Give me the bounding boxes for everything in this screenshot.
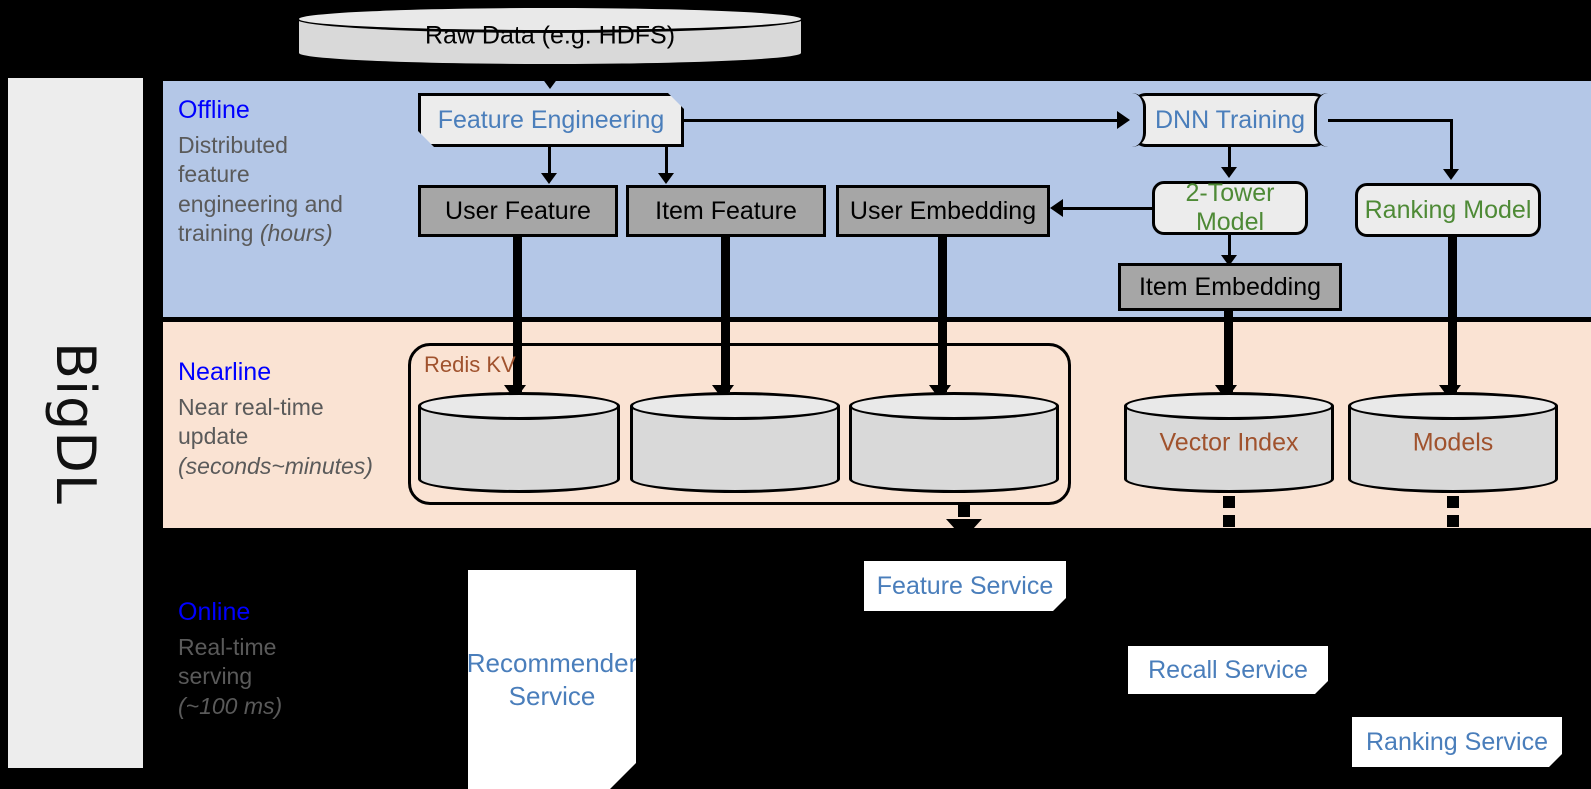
item-feature-label: Item Feature [655,196,797,225]
ranking-model-node[interactable]: Ranking Model [1355,183,1541,237]
fe-to-user-feature-line [548,147,551,177]
ranking-service-note[interactable]: Ranking Service [1352,717,1562,767]
bigdl-label: BigDL [8,78,143,768]
online-title: Online [178,598,251,626]
nearline-description: Near real-time update (seconds~minutes) [178,393,373,481]
two-tower-to-item-embedding-line [1228,235,1231,257]
dnn-training-label: DNN Training [1154,105,1306,134]
models-cylinder[interactable]: Models [1348,392,1558,493]
feature-service-note[interactable]: Feature Service [864,561,1066,611]
raw-data-cylinder: Raw Data (e.g. HDFS) [296,5,804,67]
fe-to-item-feature-line [665,147,668,177]
user-feature-label: User Feature [445,196,591,225]
recall-service-dash-2 [1223,515,1235,527]
nearline-title: Nearline [178,358,272,386]
user-feature-node[interactable]: User Feature [418,185,618,237]
dnn-to-two-tower-line [1228,147,1231,169]
bigdl-platform-rail: BigDL [8,78,143,768]
feature-engineering-label: Feature Engineering [437,105,665,134]
online-description: Real-time serving (~100 ms) [178,633,282,721]
offline-desc-line3: engineering and [178,190,343,217]
offline-desc-line4: training [178,220,260,247]
fe-to-item-feature-arrow [658,173,674,184]
nearline-desc-line1: Near real-time [178,394,324,420]
feature-engineering-node[interactable]: Feature Engineering [418,93,684,147]
ranking-model-label: Ranking Model [1364,195,1532,224]
online-desc-emphasis: (~100 ms) [178,692,283,719]
vector-index-cylinder[interactable]: Vector Index [1124,392,1334,493]
recommender-service-line1: Recommender [466,648,638,678]
two-tower-to-item-embedding-arrow [1221,255,1237,266]
models-top [1348,392,1558,420]
recommender-service-line2: Service [508,680,596,711]
dnn-to-ranking-elbow-v [1450,119,1453,171]
dnn-to-ranking-arrow [1443,169,1459,180]
item-embedding-label: Item Embedding [1138,272,1322,301]
user-embedding-label: User Embedding [849,196,1037,225]
two-tower-model-node[interactable]: 2-Tower Model [1152,179,1308,236]
recall-service-dash-1 [1223,496,1235,508]
dnn-to-ranking-elbow-h [1328,119,1453,122]
vector-index-label: Vector Index [1159,428,1299,456]
user-embedding-store-cylinder[interactable] [849,392,1059,493]
fe-to-user-feature-arrow [541,173,557,184]
vector-index-top [1124,392,1334,420]
feature-service-arrow [946,519,982,539]
user-feature-store-top [418,392,620,420]
feature-service-dash-1 [958,505,970,517]
offline-desc-emphasis: (hours) [259,220,333,247]
redis-kv-group [408,343,1071,505]
item-embedding-pipe [1224,311,1233,392]
user-feature-store-cylinder[interactable] [418,392,620,493]
raw-data-cylinder-top [296,5,804,33]
dnn-training-node[interactable]: DNN Training [1132,93,1328,147]
fe-to-dnn-line [684,119,1119,122]
bigdl-label-text: BigDL [44,341,107,505]
raw-data-to-feature-engineering-arrow [539,74,561,89]
recall-service-label: Recall Service [1148,655,1308,684]
online-caption: Online Real-time serving (~100 ms) [178,598,282,721]
two-tower-model-label: 2-Tower Model [1185,179,1275,236]
offline-caption: Offline Distributed feature engineering … [178,96,343,249]
ranking-service-dash-1 [1447,496,1459,508]
raw-data-to-feature-engineering-line [548,67,551,79]
item-feature-pipe [721,237,730,392]
raw-data-label: Raw Data (e.g. HDFS) [424,21,676,50]
recall-service-note[interactable]: Recall Service [1128,646,1328,694]
ranking-service-dash-2 [1447,515,1459,527]
nearline-desc-line2: update [178,423,249,450]
feature-service-label: Feature Service [876,571,1054,600]
offline-title: Offline [178,96,250,124]
redis-kv-label: Redis KV [424,352,516,377]
online-desc-line1: Real-time [178,634,277,660]
recommender-service-note[interactable]: Recommender Service [468,570,636,789]
item-embedding-node[interactable]: Item Embedding [1118,263,1342,311]
online-desc-line2: serving [178,663,253,690]
fe-to-dnn-arrow [1117,111,1130,129]
user-embedding-node[interactable]: User Embedding [836,185,1050,237]
two-tower-to-user-embedding-arrow [1050,199,1063,217]
item-feature-store-top [630,392,840,420]
models-label: Models [1412,428,1494,456]
offline-description: Distributed feature engineering and trai… [178,131,343,249]
offline-desc-line1: Distributed [178,132,288,158]
two-tower-to-user-embedding-line [1062,207,1154,210]
dnn-to-two-tower-arrow [1221,167,1237,178]
user-embedding-store-top [849,392,1059,420]
item-feature-store-cylinder[interactable] [630,392,840,493]
item-feature-node[interactable]: Item Feature [626,185,826,237]
user-embedding-pipe [938,237,947,392]
ranking-service-label: Ranking Service [1365,727,1549,756]
ranking-model-pipe [1448,237,1457,392]
offline-desc-line2: feature [178,161,250,188]
nearline-caption: Nearline Near real-time update (seconds~… [178,358,373,481]
nearline-desc-emphasis: (seconds~minutes) [178,452,373,479]
user-feature-pipe [513,237,522,392]
